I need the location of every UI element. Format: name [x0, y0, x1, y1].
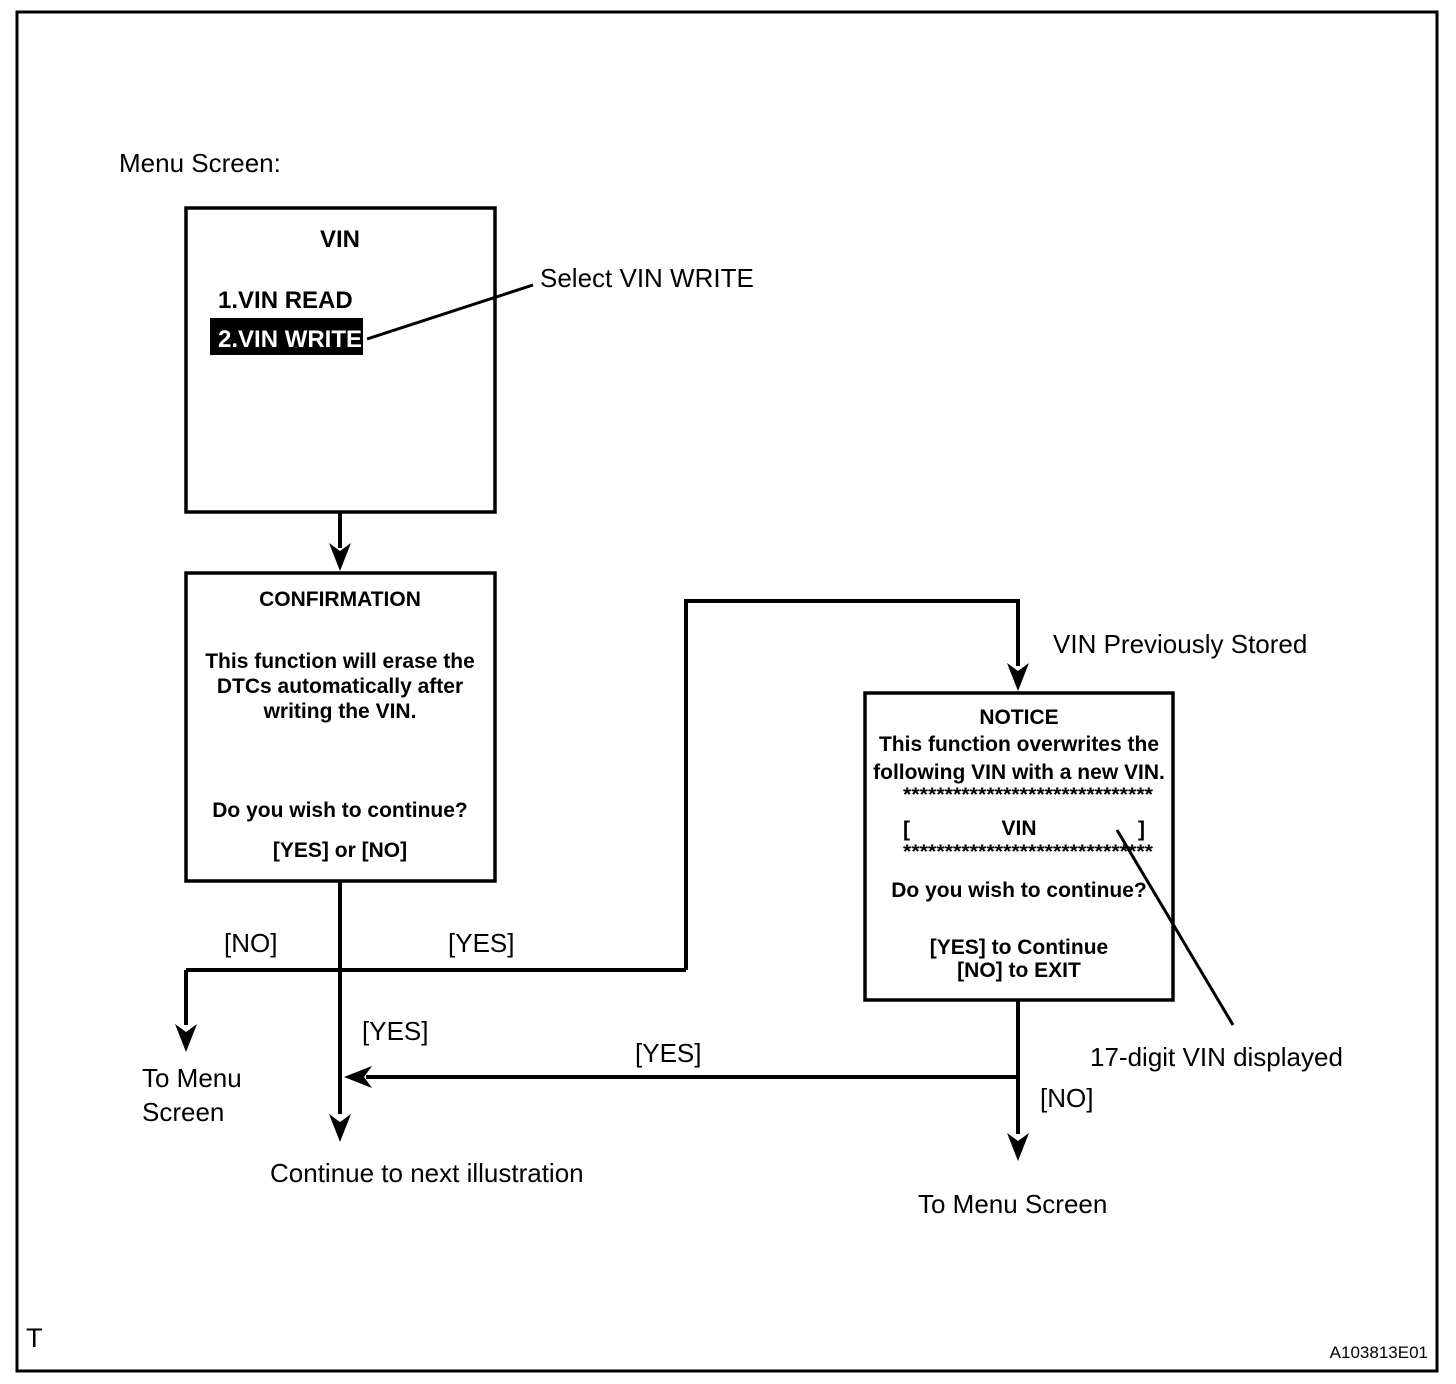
vin-menu-box: VIN 1.VIN READ 2.VIN WRITE — [184, 206, 497, 514]
notice-option-yes: [YES] to Continue — [930, 936, 1108, 959]
vin-digits-leader-line — [1115, 829, 1235, 1026]
notice-body-line1: This function overwrites the — [879, 733, 1159, 756]
notice-question: Do you wish to continue? — [891, 879, 1147, 902]
notice-asterisk-row-bottom: ****************************** — [903, 842, 1154, 863]
confirmation-body-line2: DTCs automatically after — [217, 675, 463, 698]
figure-border — [15, 10, 1439, 1373]
to-menu-left-line1: To Menu — [142, 1063, 242, 1093]
notice-vin-open-bracket: [ — [903, 818, 910, 841]
arrowhead-no-to-menu — [175, 1024, 197, 1052]
vin-previously-stored-label: VIN Previously Stored — [1053, 629, 1307, 659]
connector-yes-to-notice — [684, 599, 1020, 970]
notice-box: NOTICE This function overwrites the foll… — [863, 691, 1175, 1002]
notice-vin-field: VIN — [1001, 817, 1036, 840]
notice-asterisk-row-top: ****************************** — [903, 785, 1154, 806]
label-notice-yes: [YES] — [635, 1038, 701, 1068]
vin-digits-label: 17-digit VIN displayed — [1090, 1042, 1343, 1072]
label-confirmation-yes-right: [YES] — [448, 928, 514, 958]
to-menu-right-label: To Menu Screen — [918, 1189, 1107, 1219]
to-menu-left-line2: Screen — [142, 1097, 224, 1127]
figure-code: A103813E01 — [1330, 1343, 1428, 1362]
label-confirmation-yes-down: [YES] — [362, 1016, 428, 1046]
confirmation-options: [YES] or [NO] — [273, 839, 407, 862]
confirmation-question: Do you wish to continue? — [212, 799, 468, 822]
arrowhead-notice-yes-merge — [344, 1066, 372, 1088]
arrowhead-yes-to-notice — [1007, 663, 1029, 691]
continue-next-label: Continue to next illustration — [270, 1158, 584, 1188]
confirmation-body-line1: This function will erase the — [205, 650, 475, 673]
notice-body-line2: following VIN with a new VIN. — [873, 761, 1165, 784]
vin-read-item: 1.VIN READ — [218, 287, 353, 314]
menu-screen-label: Menu Screen: — [119, 148, 281, 178]
notice-title: NOTICE — [979, 706, 1058, 729]
arrowhead-notice-to-menu — [1007, 1133, 1029, 1161]
vin-menu-box-border — [184, 206, 497, 514]
label-notice-no: [NO] — [1040, 1083, 1093, 1113]
notice-vin-close-bracket: ] — [1138, 818, 1145, 841]
vin-menu-title: VIN — [320, 226, 360, 253]
page-marker: T — [26, 1323, 43, 1353]
confirmation-title: CONFIRMATION — [259, 588, 421, 611]
arrowhead-continue — [329, 1114, 351, 1142]
vin-write-item: 2.VIN WRITE — [218, 326, 362, 353]
confirmation-box-border — [184, 571, 497, 883]
select-leader-line — [366, 283, 534, 341]
confirmation-body-line3: writing the VIN. — [263, 700, 417, 723]
arrowhead-menu-to-confirmation — [329, 543, 351, 571]
vin-write-highlight — [210, 318, 363, 355]
select-vin-write-label: Select VIN WRITE — [540, 263, 754, 293]
notice-option-no: [NO] to EXIT — [957, 959, 1081, 982]
confirmation-box: CONFIRMATION This function will erase th… — [184, 571, 497, 883]
label-confirmation-no: [NO] — [224, 928, 277, 958]
